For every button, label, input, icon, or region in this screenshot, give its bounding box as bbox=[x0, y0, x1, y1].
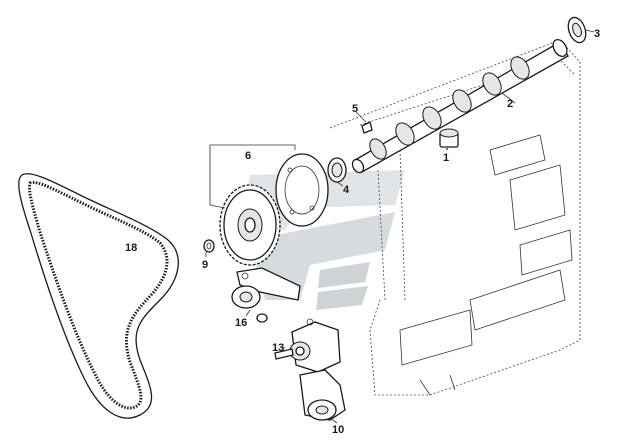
belt-tensioner bbox=[299, 369, 346, 421]
leader-lines bbox=[205, 29, 595, 424]
camshaft-front-seal bbox=[327, 157, 347, 183]
callout-1: 1 bbox=[443, 152, 449, 164]
callout-4: 4 bbox=[343, 184, 350, 196]
callout-labels: 1 2 3 4 5 6 9 10 13 16 18 bbox=[125, 28, 600, 436]
callout-13: 13 bbox=[272, 342, 284, 354]
sprocket-hub-plate bbox=[275, 153, 329, 227]
callout-9: 9 bbox=[202, 259, 208, 271]
sprocket-washer bbox=[203, 239, 215, 253]
tensioner-bracket bbox=[236, 267, 301, 301]
callout-5: 5 bbox=[352, 103, 358, 115]
tensioner-pulley bbox=[231, 285, 268, 323]
camshaft-rear-seal bbox=[567, 16, 587, 44]
timing-belt bbox=[18, 173, 179, 419]
tappet bbox=[439, 128, 459, 148]
camshaft-sprocket bbox=[219, 184, 281, 266]
water-pump bbox=[274, 318, 341, 373]
callout-6: 6 bbox=[245, 150, 251, 162]
camshaft bbox=[351, 38, 569, 174]
callout-2: 2 bbox=[507, 98, 513, 110]
callout-18: 18 bbox=[125, 242, 137, 254]
callout-10: 10 bbox=[332, 424, 344, 436]
callout-3: 3 bbox=[594, 28, 600, 40]
woodruff-key bbox=[361, 121, 373, 134]
callout-16: 16 bbox=[235, 317, 247, 329]
